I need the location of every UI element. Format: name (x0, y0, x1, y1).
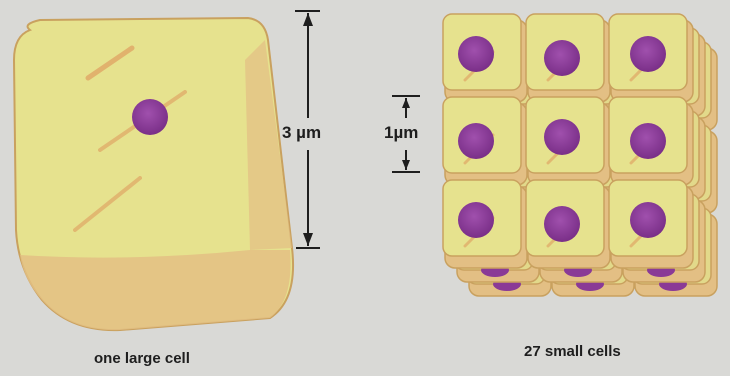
small-cell-nucleus (630, 123, 666, 159)
small-cell (443, 14, 527, 102)
small-cell-nucleus (544, 40, 580, 76)
small-cells-caption: 27 small cells (524, 343, 621, 360)
small-cell-nucleus (458, 123, 494, 159)
small-cell (443, 97, 527, 185)
small-cell-nucleus (630, 36, 666, 72)
small-cell-nucleus (630, 202, 666, 238)
small-cell (526, 180, 610, 268)
large-cell-nucleus (132, 99, 168, 135)
small-cell (443, 180, 527, 268)
small-cell (609, 180, 693, 268)
large-cell-dimension-label: 3 µm (282, 123, 321, 143)
large-cell-caption: one large cell (94, 350, 190, 367)
small-cell-nucleus (458, 36, 494, 72)
small-cell (526, 14, 610, 102)
small-cell-nucleus (544, 206, 580, 242)
large-cell-bottom-face (20, 250, 291, 330)
small-cell-nucleus (458, 202, 494, 238)
small-cells-cube (443, 14, 717, 296)
small-cell (609, 14, 693, 102)
small-cell (526, 97, 610, 185)
small-cell (609, 97, 693, 185)
large-cell (14, 18, 293, 330)
small-cell-nucleus (544, 119, 580, 155)
small-cell-dimension-label: 1µm (384, 123, 418, 143)
large-cell-right-face (245, 40, 292, 250)
